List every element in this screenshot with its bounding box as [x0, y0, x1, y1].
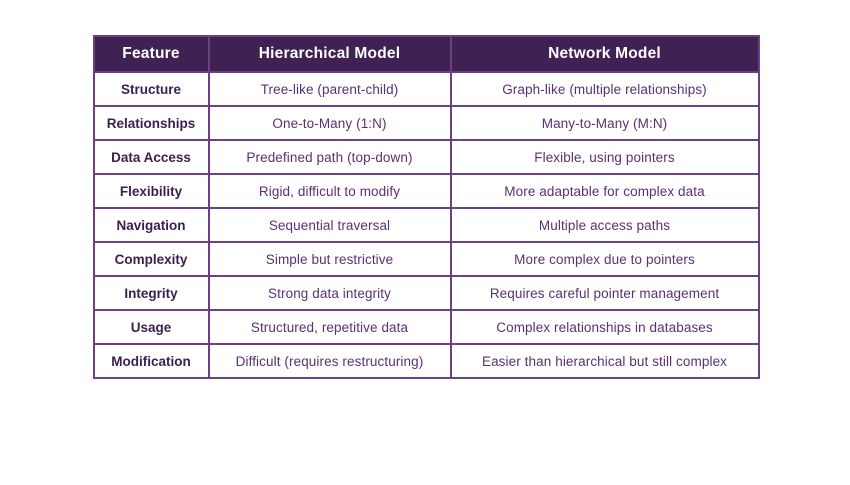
- header-hierarchical-model: Hierarchical Model: [207, 35, 452, 73]
- feature-cell: Integrity: [92, 275, 210, 311]
- network-model-cell: More complex due to pointers: [449, 241, 760, 277]
- network-model-cell: More adaptable for complex data: [449, 173, 760, 209]
- feature-cell: Usage: [92, 309, 210, 345]
- network-model-cell: Flexible, using pointers: [449, 139, 760, 175]
- comparison-table: Feature Hierarchical Model Network Model…: [92, 35, 760, 379]
- network-model-cell: Complex relationships in databases: [449, 309, 760, 345]
- feature-cell: Modification: [92, 343, 210, 379]
- network-model-cell: Easier than hierarchical but still compl…: [449, 343, 760, 379]
- hierarchical-model-cell: Difficult (requires restructuring): [207, 343, 452, 379]
- feature-cell: Relationships: [92, 105, 210, 141]
- network-model-cell: Requires careful pointer management: [449, 275, 760, 311]
- header-feature: Feature: [92, 35, 210, 73]
- network-model-cell: Many-to-Many (M:N): [449, 105, 760, 141]
- hierarchical-model-cell: Sequential traversal: [207, 207, 452, 243]
- feature-cell: Structure: [92, 71, 210, 107]
- feature-cell: Complexity: [92, 241, 210, 277]
- network-model-cell: Graph-like (multiple relationships): [449, 71, 760, 107]
- hierarchical-model-cell: Structured, repetitive data: [207, 309, 452, 345]
- hierarchical-model-cell: Predefined path (top-down): [207, 139, 452, 175]
- table-header: Feature Hierarchical Model Network Model: [92, 35, 760, 73]
- header-network-model: Network Model: [449, 35, 760, 73]
- hierarchical-model-cell: Rigid, difficult to modify: [207, 173, 452, 209]
- feature-cell: Navigation: [92, 207, 210, 243]
- hierarchical-model-cell: Tree-like (parent-child): [207, 71, 452, 107]
- header-row: Feature Hierarchical Model Network Model: [92, 35, 760, 73]
- hierarchical-model-cell: One-to-Many (1:N): [207, 105, 452, 141]
- comparison-table-container: Feature Hierarchical Model Network Model…: [92, 35, 760, 379]
- network-model-cell: Multiple access paths: [449, 207, 760, 243]
- hierarchical-model-cell: Strong data integrity: [207, 275, 452, 311]
- feature-cell: Data Access: [92, 139, 210, 175]
- hierarchical-model-cell: Simple but restrictive: [207, 241, 452, 277]
- feature-cell: Flexibility: [92, 173, 210, 209]
